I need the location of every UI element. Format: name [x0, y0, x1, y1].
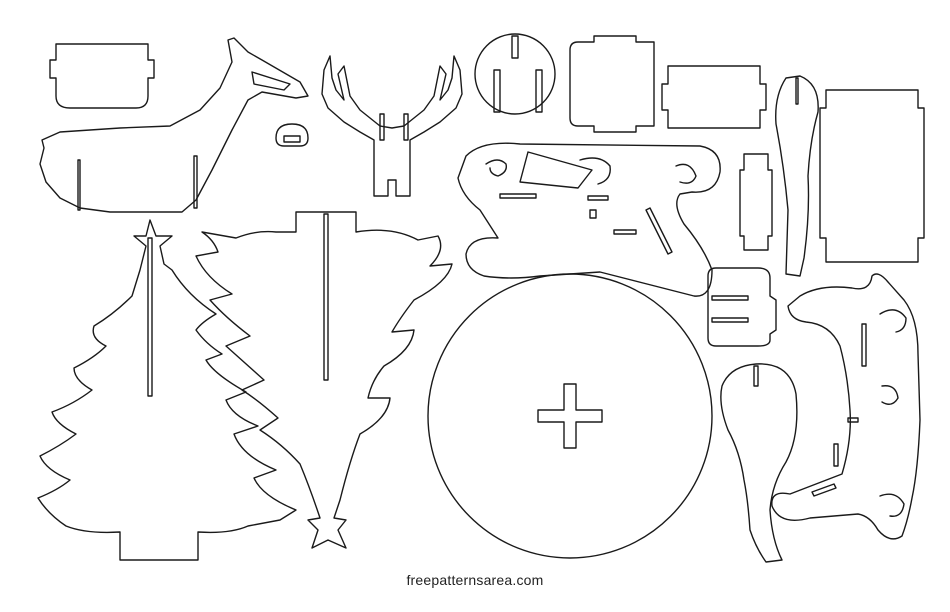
box-piece-narrow — [739, 153, 773, 251]
reindeer-body-piece — [39, 37, 309, 213]
box-piece-slotted — [707, 267, 777, 347]
box-piece-rect — [661, 65, 767, 129]
round-base-piece — [427, 273, 713, 559]
reindeer-leg-piece-a — [775, 75, 819, 277]
sleigh-side-piece-b — [771, 273, 921, 540]
box-piece-tall — [819, 89, 925, 263]
sleigh-side-piece-a — [457, 142, 721, 297]
watermark-text: freepatternsarea.com — [406, 572, 544, 588]
christmas-tree-piece-right — [195, 211, 453, 549]
christmas-tree-piece-left — [37, 219, 297, 561]
box-piece-small — [49, 43, 155, 109]
reindeer-leg-piece-b — [720, 363, 798, 563]
reindeer-antlers-piece — [321, 55, 463, 197]
box-piece-square — [569, 35, 655, 133]
round-slotted-piece — [474, 33, 556, 115]
